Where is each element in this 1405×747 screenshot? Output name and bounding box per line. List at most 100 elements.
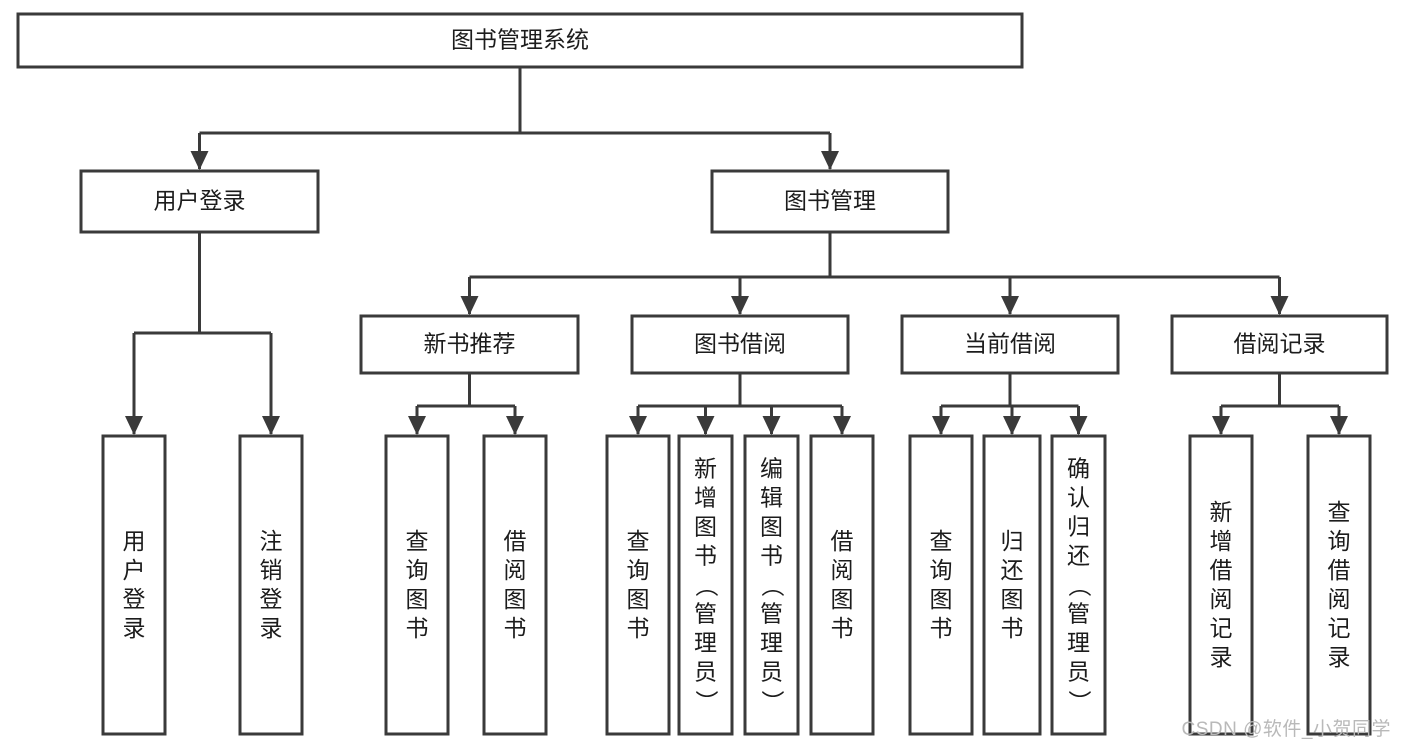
- svg-text:还: 还: [1067, 543, 1090, 569]
- svg-text:管: 管: [1067, 601, 1090, 627]
- node-box-leaf-query-book-3[interactable]: [908, 434, 974, 736]
- svg-text:）: ）: [1067, 690, 1093, 713]
- svg-text:（: （: [694, 574, 720, 597]
- svg-text:录: 录: [123, 615, 146, 641]
- svg-text:阅: 阅: [504, 557, 527, 583]
- arrow-head-to-leaf-user-login: [125, 416, 143, 435]
- svg-text:辑: 辑: [760, 485, 783, 511]
- svg-text:图: 图: [1001, 586, 1024, 612]
- node-box-current-borrow[interactable]: [900, 314, 1120, 375]
- svg-text:阅: 阅: [1328, 586, 1351, 612]
- node-label-root: 图书管理系统: [451, 27, 589, 53]
- node-box-user-login[interactable]: [79, 169, 320, 234]
- svg-text:图: 图: [831, 586, 854, 612]
- arrow-head-to-leaf-return-book: [1003, 416, 1021, 435]
- node-box-leaf-edit-book[interactable]: [743, 434, 800, 736]
- svg-text:书: 书: [504, 615, 527, 641]
- svg-text:图: 图: [694, 514, 717, 540]
- node-box-book-management[interactable]: [710, 169, 950, 234]
- svg-text:新: 新: [1210, 499, 1233, 525]
- svg-text:阅: 阅: [1210, 586, 1233, 612]
- node-box-root[interactable]: [16, 12, 1024, 69]
- svg-text:确: 确: [1067, 456, 1090, 482]
- svg-text:销: 销: [260, 557, 283, 583]
- svg-text:书: 书: [406, 615, 429, 641]
- svg-text:员: 员: [1067, 659, 1090, 685]
- arrow-head-to-new-book-recommend: [460, 296, 479, 315]
- svg-text:户: 户: [123, 557, 146, 583]
- node-box-leaf-query-book-1[interactable]: [384, 434, 450, 736]
- svg-text:录: 录: [260, 615, 283, 641]
- node-box-leaf-add-book[interactable]: [677, 434, 734, 736]
- node-boxes-layer: [16, 12, 1389, 736]
- node-box-leaf-logout[interactable]: [238, 434, 304, 736]
- svg-text:书: 书: [760, 543, 783, 569]
- svg-text:增: 增: [1210, 528, 1233, 554]
- svg-text:询: 询: [627, 557, 650, 583]
- node-box-leaf-return-book[interactable]: [982, 434, 1042, 736]
- svg-text:图: 图: [406, 586, 429, 612]
- svg-text:员: 员: [694, 659, 717, 685]
- node-box-leaf-add-record[interactable]: [1188, 434, 1254, 736]
- node-box-leaf-borrow-book-1[interactable]: [482, 434, 548, 736]
- node-box-leaf-confirm-return[interactable]: [1050, 434, 1107, 736]
- svg-text:书: 书: [1001, 615, 1024, 641]
- node-box-book-borrow[interactable]: [630, 314, 850, 375]
- svg-text:还: 还: [1001, 557, 1024, 583]
- svg-text:增: 增: [694, 485, 717, 511]
- node-label-current-borrow: 当前借阅: [964, 331, 1056, 357]
- svg-text:书: 书: [930, 615, 953, 641]
- svg-text:记: 记: [1328, 615, 1351, 641]
- node-label-book-borrow: 图书借阅: [694, 331, 786, 357]
- svg-text:书: 书: [627, 615, 650, 641]
- arrow-head-to-borrow-record: [1270, 296, 1289, 315]
- arrow-head-to-leaf-borrow-book-1: [506, 416, 524, 435]
- svg-text:编: 编: [760, 456, 783, 482]
- arrow-head-to-book-management: [821, 151, 839, 170]
- node-box-leaf-borrow-book-2[interactable]: [809, 434, 875, 736]
- node-box-borrow-record[interactable]: [1170, 314, 1389, 375]
- arrow-head-to-current-borrow: [1001, 296, 1019, 315]
- arrow-head-to-leaf-query-book-1: [408, 416, 426, 435]
- arrow-head-to-user-login: [190, 151, 209, 170]
- connectors-layer: [125, 67, 1348, 435]
- svg-text:认: 认: [1067, 485, 1090, 511]
- svg-text:借: 借: [831, 528, 854, 554]
- svg-text:图: 图: [504, 586, 527, 612]
- node-label-leaf-user-login: 用户登录: [123, 528, 146, 641]
- arrow-head-to-leaf-edit-book: [762, 416, 781, 435]
- svg-text:归: 归: [1001, 528, 1024, 554]
- arrow-head-to-leaf-confirm-return: [1069, 416, 1088, 435]
- svg-text:管: 管: [760, 601, 783, 627]
- svg-text:理: 理: [1067, 630, 1090, 656]
- svg-text:用: 用: [123, 528, 146, 554]
- svg-text:查: 查: [406, 528, 429, 554]
- arrow-head-to-leaf-add-book: [696, 416, 715, 435]
- svg-text:登: 登: [123, 586, 146, 612]
- svg-text:理: 理: [694, 630, 717, 656]
- node-box-leaf-query-record[interactable]: [1306, 434, 1372, 736]
- node-box-new-book-recommend[interactable]: [359, 314, 580, 375]
- svg-text:）: ）: [760, 690, 786, 713]
- svg-text:书: 书: [831, 615, 854, 641]
- svg-text:记: 记: [1210, 615, 1233, 641]
- arrow-head-to-leaf-query-book-2: [629, 416, 647, 435]
- node-box-leaf-user-login[interactable]: [101, 434, 167, 736]
- svg-text:询: 询: [930, 557, 953, 583]
- node-box-leaf-query-book-2[interactable]: [605, 434, 671, 736]
- svg-text:登: 登: [260, 586, 283, 612]
- svg-text:询: 询: [1328, 528, 1351, 554]
- svg-text:归: 归: [1067, 514, 1090, 540]
